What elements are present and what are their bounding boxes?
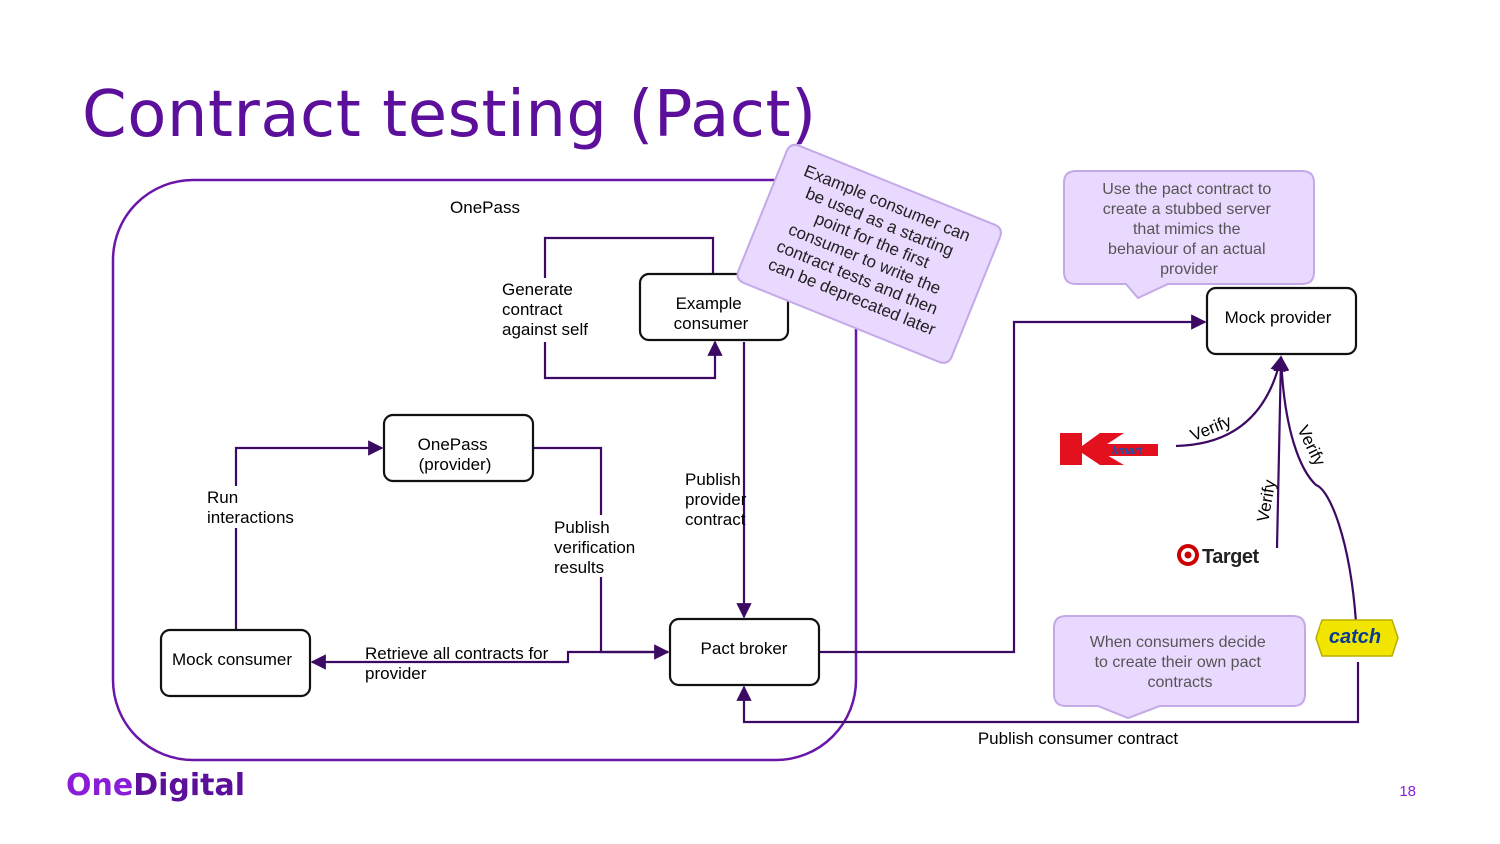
svg-text:Generate contract: Generate contract against self: [502, 280, 588, 339]
onepass-group-border: [111, 178, 858, 762]
slide-title: Contract testing (Pact): [82, 78, 817, 152]
generate-contract-text: Generate contract against self: [500, 278, 600, 342]
mock-consumer-node: [159, 628, 312, 698]
svg-text:Publish verification: Publish verification results: [554, 518, 640, 577]
svg-text:Use the pact contract to: Use the pact contract to create a stubbe…: [1102, 181, 1275, 278]
kmart-logo: kmart: [1060, 433, 1158, 465]
onepass-provider-node: [382, 413, 535, 483]
mock-provider-label: Mock provider: [1225, 308, 1332, 327]
run-interactions-arrow: [234, 440, 384, 630]
mock-consumer-label: Mock consumer: [172, 650, 292, 669]
verify-catch-label: Verify: [1293, 422, 1329, 469]
publish-consumer-contract-arrow: [736, 662, 1360, 724]
example-consumer-label: Example consumer: [674, 294, 749, 333]
svg-text:Run interactions: Run interactions: [207, 488, 294, 527]
catch-logo: catch: [1315, 619, 1399, 657]
example-consumer-callout: Example consumer can be used as a starti…: [736, 143, 1002, 364]
svg-text:catch: catch: [1329, 626, 1381, 648]
publish-provider-contract-text: Publish provider contract: [685, 470, 751, 529]
onepass-group-label: OnePass: [450, 198, 520, 217]
svg-text:When consumers decide to: When consumers decide to create their ow…: [1090, 634, 1271, 691]
svg-text:kmart: kmart: [1112, 445, 1143, 457]
brand-text-one: One: [66, 768, 134, 803]
example-consumer-node: [638, 272, 790, 342]
pact-broker-label: Pact broker: [701, 639, 788, 658]
pact-broker-node: [668, 617, 821, 687]
onedigital-logo: OneDigital: [66, 768, 245, 803]
publish-consumer-contract-text: Publish consumer contract: [978, 729, 1179, 748]
svg-text:Publish provider c: Publish provider contract: [685, 470, 751, 529]
verify-kmart-curve: [1175, 355, 1286, 448]
verify-target-line: [1273, 355, 1289, 549]
consumers-callout: When consumers decide to create their ow…: [1053, 615, 1306, 720]
run-interactions-text: Run interactions: [205, 486, 309, 528]
verify-catch-curve: [1273, 355, 1358, 623]
retrieve-contracts-text: Retrieve all contracts for provider: [365, 644, 553, 683]
brand-text-digital: Digital: [133, 768, 246, 803]
target-logo: Target: [1177, 544, 1260, 568]
mock-provider-node: [1205, 286, 1358, 356]
publish-verification-text: Publish verification results: [552, 515, 648, 577]
page-number: 18: [1399, 783, 1416, 800]
broker-to-mock-provider-arrow: [820, 314, 1207, 654]
verify-target-label: Verify: [1253, 478, 1279, 524]
svg-text:Target: Target: [1202, 546, 1259, 568]
retrieve-contracts-arrow: [310, 650, 668, 670]
onepass-provider-label: OnePass (provider): [418, 435, 493, 474]
mock-provider-callout: Use the pact contract to create a stubbe…: [1063, 170, 1315, 300]
svg-text:Retrieve all contracts for: Retrieve all contracts for provider: [365, 644, 553, 683]
